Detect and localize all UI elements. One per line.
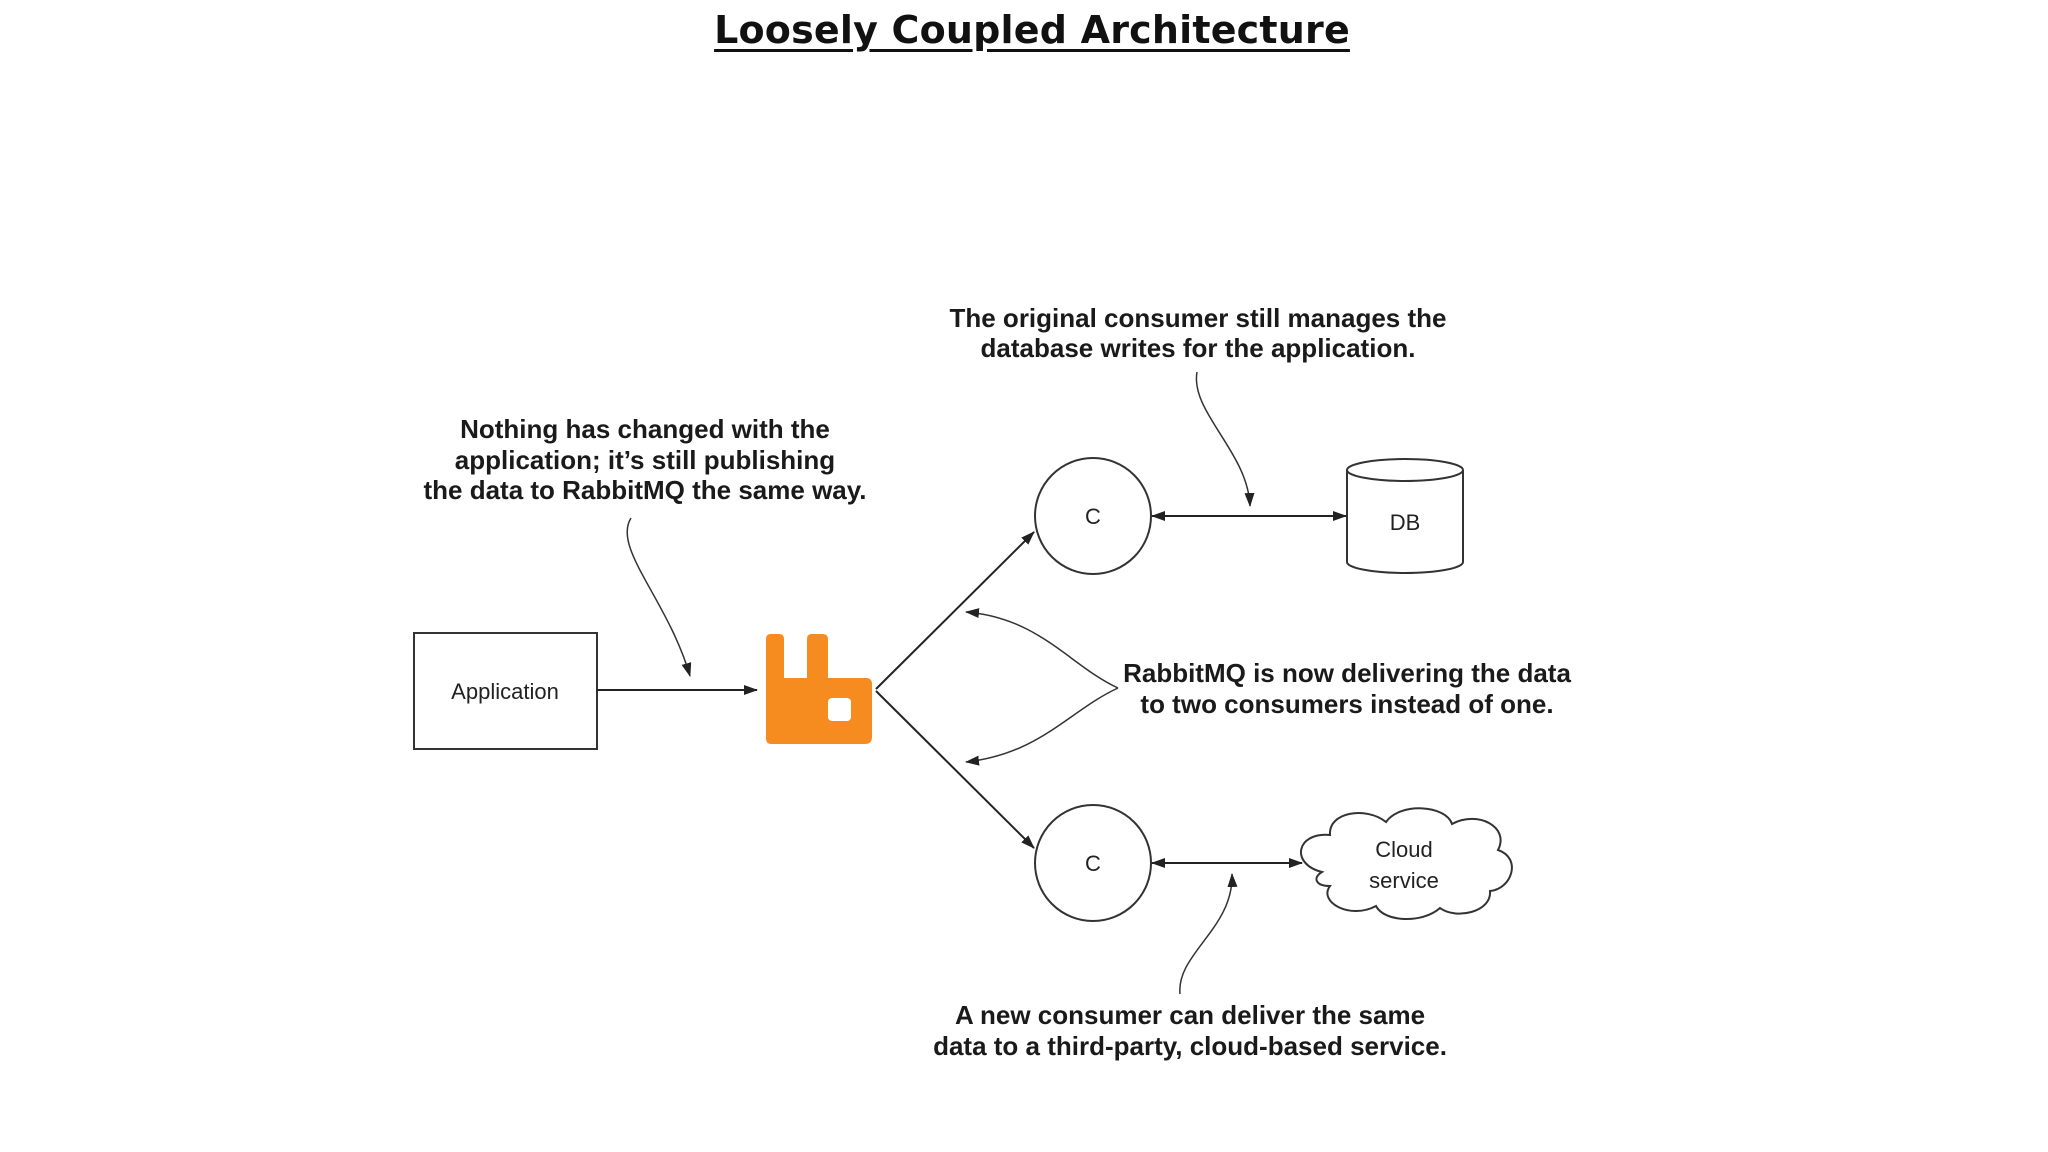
publisher-note-line2: application; it’s still publishing <box>455 445 835 475</box>
original-consumer-note-line2: database writes for the application. <box>981 333 1416 363</box>
new-consumer-annotation: A new consumer can deliver the same data… <box>933 1000 1447 1061</box>
delivery-pointer-top <box>965 608 1119 689</box>
consumer-top-label: C <box>1085 504 1101 529</box>
cloud-label-line2: service <box>1369 868 1439 893</box>
new-consumer-note-line1: A new consumer can deliver the same <box>955 1000 1425 1030</box>
application-label: Application <box>451 679 559 704</box>
database-label: DB <box>1390 510 1421 535</box>
delivery-note-line2: to two consumers instead of one. <box>1140 689 1553 719</box>
fanout-arrow-bottom <box>875 690 1035 849</box>
cloud-service-shape: Cloud service <box>1300 807 1513 921</box>
delivery-annotation: RabbitMQ is now delivering the data to t… <box>1123 658 1571 719</box>
database-cylinder: DB <box>1346 458 1464 574</box>
application-box: Application <box>413 632 598 750</box>
delivery-pointer-bottom <box>965 687 1119 766</box>
publisher-note-line3: the data to RabbitMQ the same way. <box>423 475 866 505</box>
delivery-note-line1: RabbitMQ is now delivering the data <box>1123 658 1571 688</box>
cloud-label-line1: Cloud <box>1375 837 1432 862</box>
rabbitmq-logo-shape <box>766 634 872 744</box>
rabbitmq-logo-icon <box>766 634 872 744</box>
publisher-pointer <box>626 517 692 677</box>
consumer-top: C <box>1034 457 1152 575</box>
publisher-note-line1: Nothing has changed with the <box>460 414 830 444</box>
original-consumer-note-line1: The original consumer still manages the <box>949 303 1446 333</box>
slide-title: Loosely Coupled Architecture <box>714 8 1350 52</box>
fanout-arrow-top <box>875 531 1035 690</box>
publisher-annotation: Nothing has changed with the application… <box>423 414 866 505</box>
original-consumer-pointer <box>1195 371 1255 507</box>
new-consumer-pointer <box>1179 873 1238 995</box>
new-consumer-note-line2: data to a third-party, cloud-based servi… <box>933 1031 1447 1061</box>
original-consumer-annotation: The original consumer still manages the … <box>949 303 1446 363</box>
consumer-bottom: C <box>1034 804 1152 922</box>
consumer-bottom-label: C <box>1085 851 1101 876</box>
